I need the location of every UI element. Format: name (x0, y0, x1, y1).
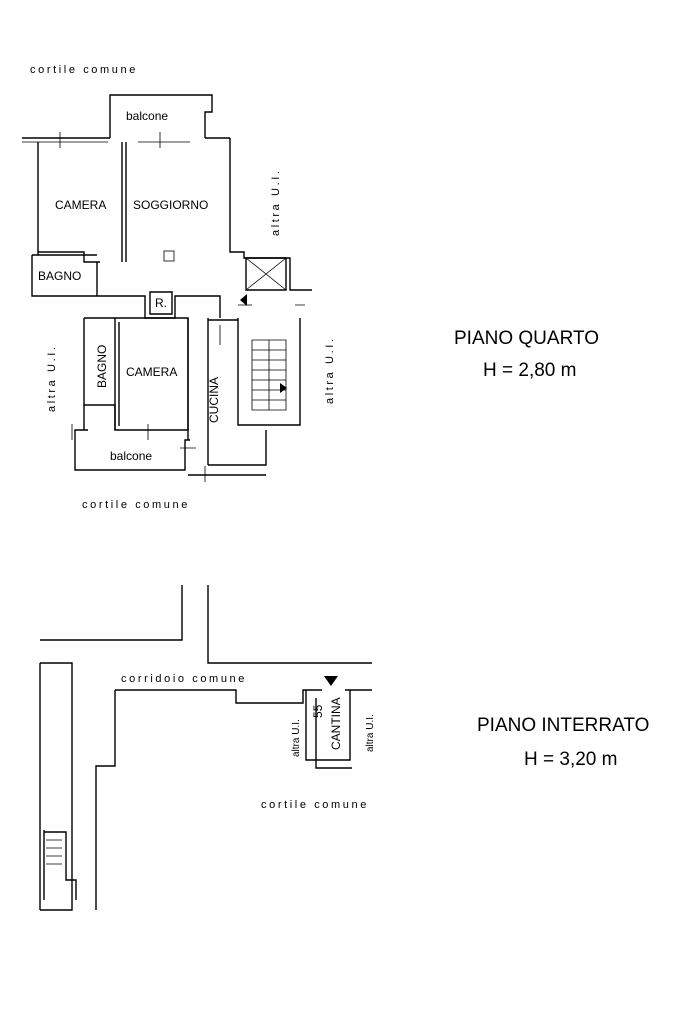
floor-title-interrato: PIANO INTERRATO (477, 715, 649, 736)
floor-height-interrato: H = 3,20 m (524, 749, 617, 770)
other-unit-label-2: altra U.I. (46, 344, 58, 412)
fourth-floor-plan (22, 94, 312, 482)
room-label-ripostiglio: R. (155, 296, 167, 310)
room-label-cucina: CUCINA (207, 377, 221, 423)
floor-height-quarto: H = 2,80 m (483, 360, 576, 381)
courtyard-label-top: cortile comune (30, 64, 138, 76)
courtyard-label-bottom: cortile comune (261, 799, 369, 811)
balcony-label-top: balcone (126, 109, 168, 123)
floor-title-quarto: PIANO QUARTO (454, 328, 599, 349)
room-label-bagno-1: BAGNO (38, 269, 81, 283)
balcony-label-bottom: balcone (110, 449, 152, 463)
room-label-cantina: CANTINA (329, 697, 343, 750)
room-label-bagno-2: BAGNO (95, 345, 109, 388)
courtyard-label-mid: cortile comune (82, 499, 190, 511)
other-unit-label-4: altra U.I. (291, 719, 302, 757)
other-unit-label-5: altra U.I. (365, 714, 376, 752)
room-label-camera-2: CAMERA (126, 365, 177, 379)
other-unit-label-1: altra U.I. (270, 168, 282, 236)
basement-plan (39, 585, 372, 911)
room-label-soggiorno: SOGGIORNO (133, 198, 208, 212)
corridor-label: corridoio comune (121, 673, 247, 685)
room-label-camera-1: CAMERA (55, 198, 106, 212)
other-unit-label-3: altra U.I. (324, 336, 336, 404)
cellar-number: 55 (311, 704, 325, 718)
